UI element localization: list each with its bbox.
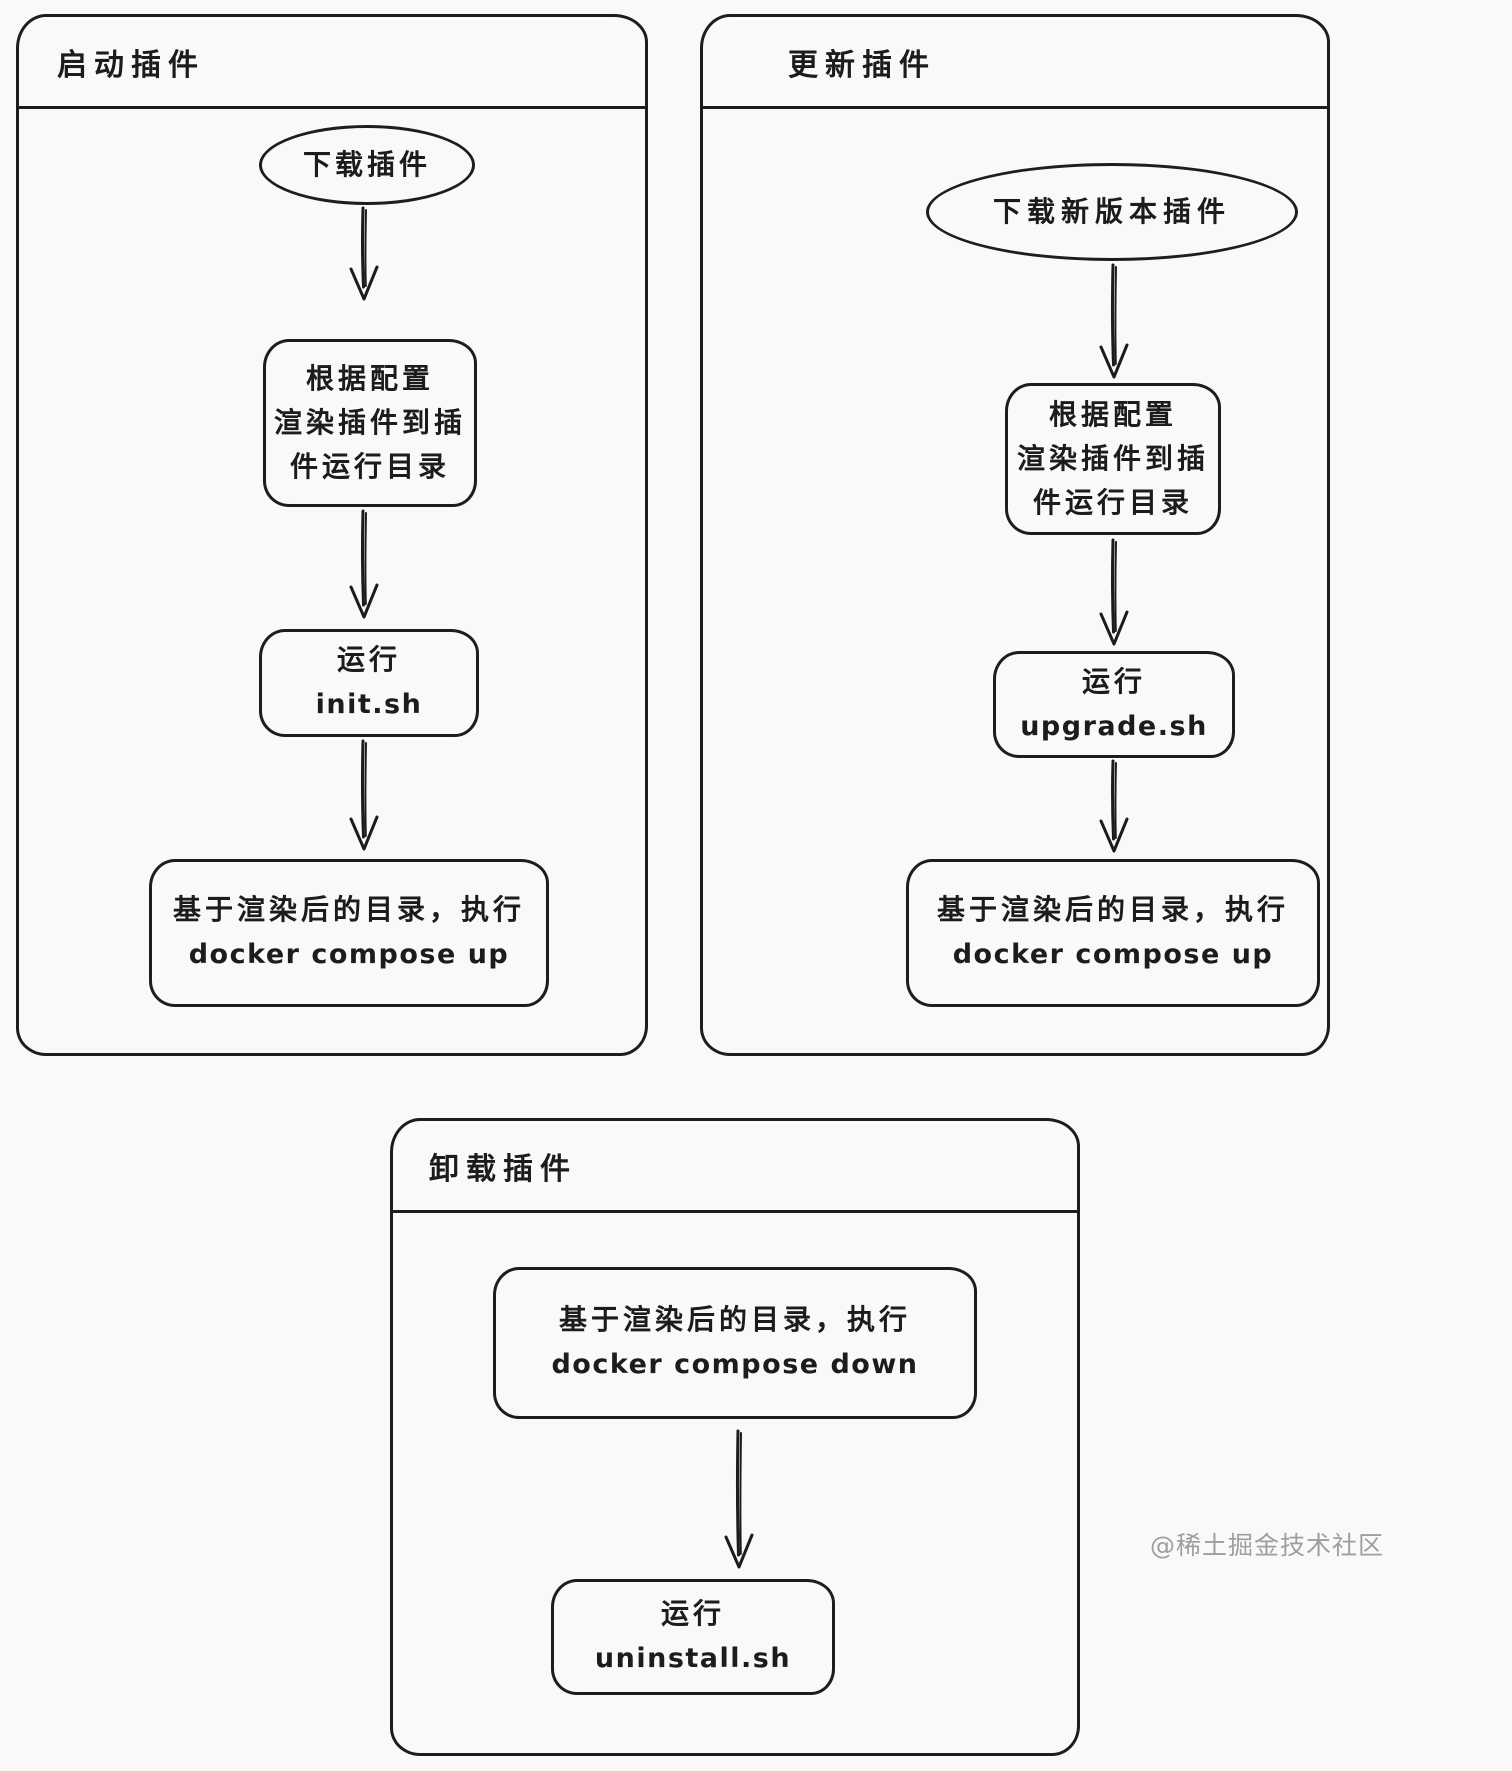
node-line: 运行 bbox=[1081, 664, 1146, 698]
panel-header: 启动插件 bbox=[19, 17, 645, 109]
node-line: 件运行目录 bbox=[1032, 486, 1193, 519]
node-line: 根据配置 bbox=[1048, 398, 1177, 431]
watermark: @稀土掘金技术社区 bbox=[1150, 1531, 1385, 1560]
node-line: docker compose up bbox=[188, 939, 510, 970]
arrow-down-icon bbox=[1099, 263, 1129, 379]
node-label: 下载新版本插件 bbox=[992, 195, 1231, 228]
node-line: docker compose up bbox=[952, 939, 1274, 970]
panel-start-plugin: 启动插件 下载插件 根据配置 渲染插件到插 件运行目录 运行 init.sh bbox=[16, 14, 648, 1056]
arrow-down-icon bbox=[1099, 538, 1129, 646]
arrow-down-icon bbox=[724, 1429, 754, 1569]
node-line: docker compose down bbox=[551, 1349, 919, 1380]
panel-title: 更新插件 bbox=[788, 47, 936, 83]
run-uninstall-box: 运行 uninstall.sh bbox=[551, 1579, 835, 1695]
node-line: 基于渲染后的目录，执行 bbox=[558, 1303, 911, 1336]
run-upgrade-box: 运行 upgrade.sh bbox=[993, 651, 1235, 758]
compose-up-box: 基于渲染后的目录，执行 docker compose up bbox=[149, 859, 549, 1007]
node-label: 下载插件 bbox=[302, 148, 431, 181]
node-line: upgrade.sh bbox=[1020, 710, 1208, 742]
arrow-down-icon bbox=[349, 509, 379, 619]
panel-title: 卸载插件 bbox=[429, 1151, 577, 1187]
node-line: 根据配置 bbox=[305, 362, 434, 395]
node-line: 渲染插件到插 bbox=[273, 406, 466, 439]
panel-header: 卸载插件 bbox=[393, 1121, 1077, 1213]
node-line: 基于渲染后的目录，执行 bbox=[172, 893, 525, 926]
node-line: 基于渲染后的目录，执行 bbox=[936, 893, 1289, 926]
arrow-down-icon bbox=[349, 206, 379, 301]
node-line: init.sh bbox=[315, 689, 423, 720]
panel-header: 更新插件 bbox=[703, 17, 1327, 109]
run-init-box: 运行 init.sh bbox=[259, 629, 479, 737]
download-new-version-ellipse: 下载新版本插件 bbox=[926, 163, 1298, 261]
node-line: uninstall.sh bbox=[594, 1643, 792, 1674]
arrow-down-icon bbox=[1099, 759, 1129, 853]
render-config-box: 根据配置 渲染插件到插 件运行目录 bbox=[263, 339, 477, 507]
panel-title: 启动插件 bbox=[57, 47, 205, 83]
panel-uninstall-plugin: 卸载插件 基于渲染后的目录，执行 docker compose down 运行 … bbox=[390, 1118, 1080, 1756]
node-line: 运行 bbox=[660, 1597, 725, 1630]
node-line: 运行 bbox=[336, 643, 401, 676]
compose-down-box: 基于渲染后的目录，执行 docker compose down bbox=[493, 1267, 977, 1419]
node-line: 渲染插件到插 bbox=[1016, 442, 1209, 475]
compose-up-box: 基于渲染后的目录，执行 docker compose up bbox=[906, 859, 1320, 1007]
node-line: 件运行目录 bbox=[289, 450, 450, 483]
arrow-down-icon bbox=[349, 739, 379, 851]
download-plugin-ellipse: 下载插件 bbox=[259, 125, 475, 205]
panel-update-plugin: 更新插件 下载新版本插件 根据配置 渲染插件到插 件运行目录 运行 upgrad… bbox=[700, 14, 1330, 1056]
render-config-box: 根据配置 渲染插件到插 件运行目录 bbox=[1005, 383, 1221, 535]
